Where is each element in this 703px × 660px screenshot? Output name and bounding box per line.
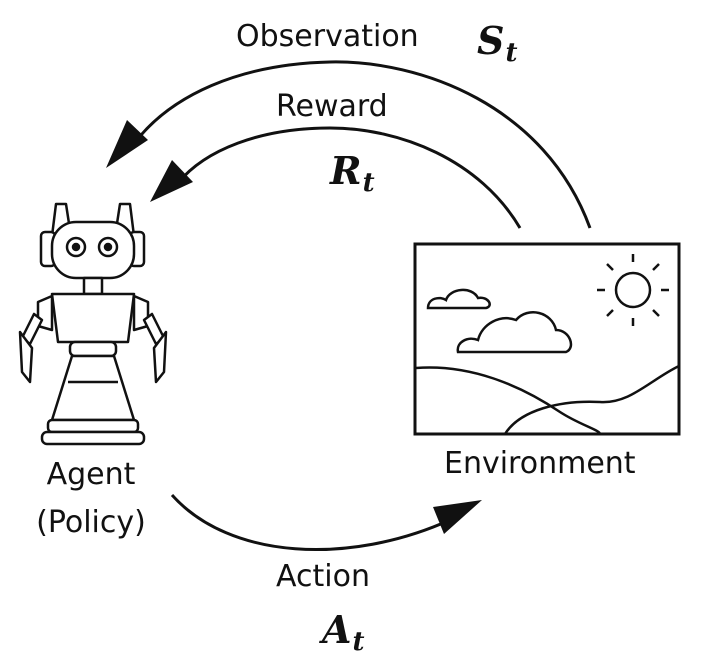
landscape-picture-icon (413, 242, 681, 436)
policy-label: (Policy) (36, 505, 146, 540)
observation-arrowhead (106, 120, 148, 168)
action-arrowhead (433, 500, 482, 534)
state-symbol: St (477, 18, 518, 69)
reward-arrow (176, 126, 522, 229)
cloud-icon (456, 311, 573, 354)
reward-arrowhead (150, 160, 193, 202)
agent-label: Agent (46, 457, 136, 492)
environment-label: Environment (444, 446, 636, 481)
reward-label: Reward (276, 89, 388, 124)
sun-icon (597, 254, 669, 326)
observation-label: Observation (236, 19, 419, 54)
observation-arrow (131, 60, 592, 229)
robot-icon (18, 202, 168, 446)
reward-symbol: Rt (330, 148, 375, 199)
action-label: Action (276, 559, 370, 594)
action-symbol: At (322, 607, 365, 658)
action-arrow (170, 494, 451, 551)
cloud-icon (426, 288, 491, 310)
